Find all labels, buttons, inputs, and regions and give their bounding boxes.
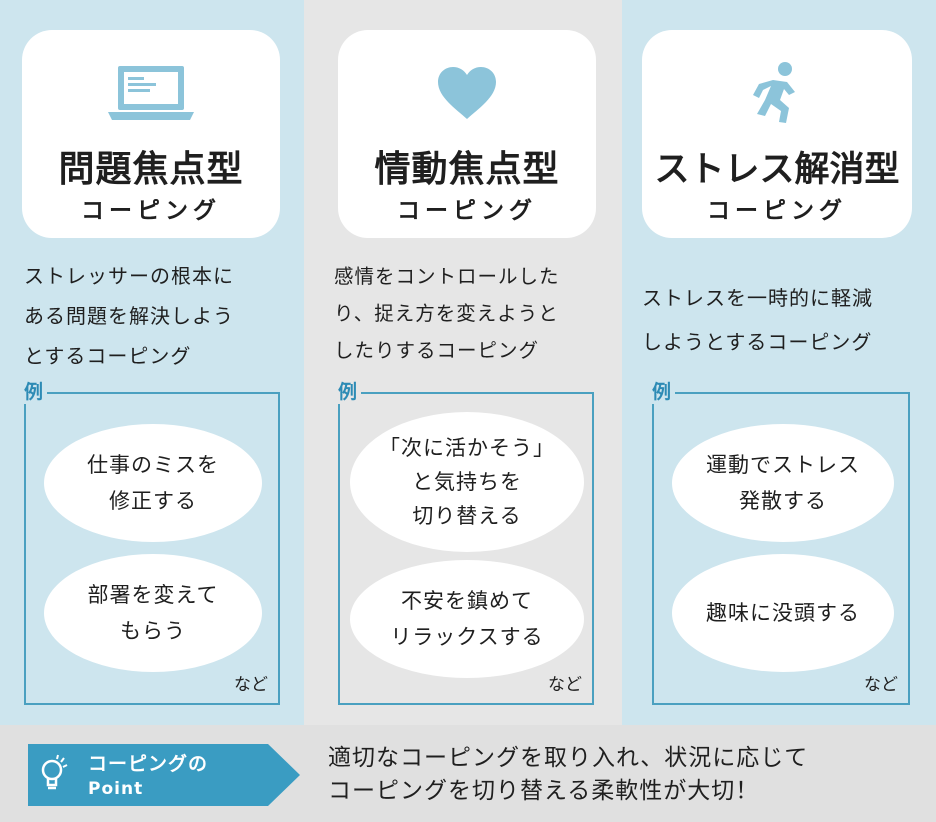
description: 感情をコントロールした り、捉え方を変えようと したりするコーピング [334,258,614,369]
example-label: 例 [24,380,48,404]
example-bubble: 運動でストレス 発散する [672,424,894,542]
example-label: 例 [652,380,676,404]
etc-label: など [548,675,582,695]
example-bubble: 部署を変えて もらう [44,554,262,672]
column-stress-relief: ストレス解消型 コーピング ストレスを一時的に軽減 しようとするコーピング 例 … [622,0,936,725]
example-line: と気持ちを [412,470,522,494]
description-line: ストレスを一時的に軽減 [642,286,873,310]
example-label: 例 [338,380,362,404]
example-box: 例 運動でストレス 発散する 趣味に没頭する など [652,380,910,705]
example-bubble: 仕事のミスを 修正する [44,424,262,542]
example-line: リラックスする [390,625,544,649]
example-bubble: 不安を鎮めて リラックスする [350,560,584,678]
card-title: ストレス解消型 [654,150,900,190]
card-subtitle: コーピング [707,198,847,224]
description-line: ストレッサーの根本に [24,264,234,288]
example-line: もらう [119,619,186,643]
card-subtitle: コーピング [81,198,221,224]
point-badge [28,744,300,806]
example-line: 趣味に没頭する [706,601,860,625]
description-line: とするコーピング [24,344,192,368]
example-line: 発散する [739,489,827,513]
laptop-icon [22,58,280,128]
description: ストレッサーの根本に ある問題を解決しよう とするコーピング [24,256,294,376]
running-person-icon [642,58,912,128]
card-title: 問題焦点型 [58,149,244,190]
example-line: 切り替える [412,504,522,528]
example-line: 運動でストレス [706,453,860,477]
description-line: しようとするコーピング [642,330,873,354]
lightbulb-icon [36,754,70,794]
card-title: 情動焦点型 [374,149,560,190]
header-card: 問題焦点型 コーピング [22,30,280,238]
etc-label: など [234,675,268,695]
example-line: 「次に活かそう」 [379,436,555,460]
example-bubble: 趣味に没頭する [672,554,894,672]
point-label-en: Point [88,779,144,799]
example-line: 仕事のミスを [87,453,219,477]
point-message-line: コーピングを切り替える柔軟性が大切！ [328,778,760,804]
point-message: 適切なコーピングを取り入れ、状況に応じて コーピングを切り替える柔軟性が大切！ [328,742,928,808]
point-label: コーピングの [88,753,209,775]
header-card: ストレス解消型 コーピング [642,30,912,238]
example-box: 例 「次に活かそう」 と気持ちを 切り替える 不安を鎮めて リラックスする など [338,380,594,705]
header-card: 情動焦点型 コーピング [338,30,596,238]
point-message-line: 適切なコーピングを取り入れ、状況に応じて [328,745,809,771]
example-box: 例 仕事のミスを 修正する 部署を変えて もらう など [24,380,280,705]
example-line: 部署を変えて [87,583,219,607]
example-bubble: 「次に活かそう」 と気持ちを 切り替える [350,412,584,552]
heart-icon [338,58,596,128]
card-subtitle: コーピング [397,198,537,224]
column-problem-focused: 問題焦点型 コーピング ストレッサーの根本に ある問題を解決しよう とするコーピ… [0,0,304,725]
description: ストレスを一時的に軽減 しようとするコーピング [642,276,928,364]
example-line: 修正する [109,489,197,513]
description-line: ある問題を解決しよう [24,304,234,328]
example-line: 不安を鎮めて [401,589,533,613]
description-line: り、捉え方を変えようと [334,302,559,325]
column-emotion-focused: 情動焦点型 コーピング 感情をコントロールした り、捉え方を変えようと したりす… [304,0,622,725]
etc-label: など [864,675,898,695]
description-line: 感情をコントロールした [334,265,560,288]
description-line: したりするコーピング [334,339,540,362]
